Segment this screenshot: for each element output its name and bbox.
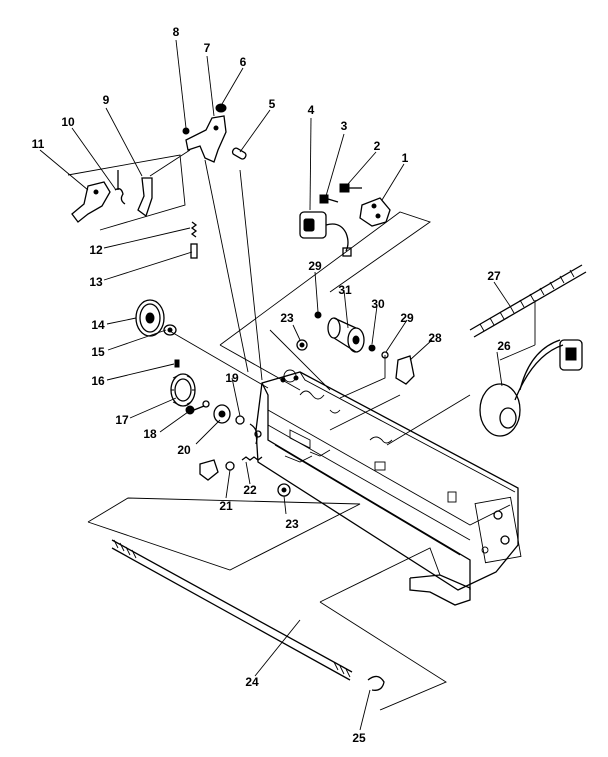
callout-10: 10 — [61, 115, 75, 129]
part-6-washer — [215, 103, 227, 113]
part-7-lever — [185, 115, 227, 163]
printer-chassis-frame — [255, 369, 522, 606]
part-16-ring — [174, 359, 180, 368]
callout-31: 31 — [338, 283, 352, 297]
callout-28: 28 — [428, 331, 442, 345]
part-17-gear — [170, 373, 196, 407]
part-9-arm — [137, 177, 153, 218]
callout-14: 14 — [91, 318, 105, 332]
part-10-spring — [114, 170, 126, 205]
callout-23-upper: 23 — [280, 311, 294, 325]
callout-2: 2 — [373, 139, 381, 153]
callout-1: 1 — [401, 151, 409, 165]
callout-17: 17 — [115, 413, 129, 427]
part-5-pin — [231, 147, 247, 160]
part-31-roller — [327, 317, 365, 353]
callout-5: 5 — [268, 97, 276, 111]
part-27-rod — [469, 264, 587, 338]
callout-27: 27 — [487, 269, 501, 283]
part-22-spring — [241, 423, 263, 461]
callout-12: 12 — [89, 243, 103, 257]
callout-29-left: 29 — [308, 259, 322, 273]
part-2-screw — [339, 183, 362, 193]
callout-15: 15 — [91, 345, 105, 359]
part-8-ring — [182, 127, 190, 135]
callout-16: 16 — [91, 374, 105, 388]
part-29-washer — [314, 311, 389, 359]
part-25-clip — [367, 675, 385, 691]
callout-29-right: 29 — [400, 311, 414, 325]
callout-4: 4 — [307, 103, 315, 117]
part-3-screw — [319, 194, 339, 204]
callout-30: 30 — [371, 297, 385, 311]
callout-24: 24 — [245, 675, 259, 689]
part-15-bushing — [163, 324, 177, 336]
part-20-gear — [202, 400, 231, 424]
callout-6: 6 — [239, 55, 247, 69]
callout-23-lower: 23 — [285, 517, 299, 531]
callout-26: 26 — [497, 339, 511, 353]
leader-lines — [67, 149, 536, 711]
callout-13: 13 — [89, 275, 103, 289]
callout-20: 20 — [177, 443, 191, 457]
callout-9: 9 — [102, 93, 110, 107]
callout-lines — [39, 39, 511, 731]
callout-25: 25 — [352, 731, 366, 745]
callout-3: 3 — [340, 119, 348, 133]
callout-22: 22 — [243, 483, 257, 497]
part-28-bracket — [395, 355, 415, 385]
part-1-bracket — [359, 197, 391, 227]
callout-7: 7 — [203, 41, 211, 55]
part-11-lever — [71, 181, 111, 223]
callout-11: 11 — [31, 137, 45, 151]
part-12-spring — [190, 221, 198, 238]
part-14-gear — [135, 299, 165, 337]
callout-8: 8 — [172, 25, 180, 39]
part-19-washer — [235, 415, 245, 425]
part-30-ring — [368, 344, 376, 352]
part-13-pin — [190, 243, 198, 259]
part-4-solenoid — [299, 211, 352, 257]
callout-19: 19 — [225, 371, 239, 385]
callout-21: 21 — [219, 499, 233, 513]
part-26-motor — [479, 339, 583, 437]
part-24-shaft — [111, 539, 353, 681]
part-18-screw — [185, 405, 205, 415]
callout-18: 18 — [143, 427, 157, 441]
